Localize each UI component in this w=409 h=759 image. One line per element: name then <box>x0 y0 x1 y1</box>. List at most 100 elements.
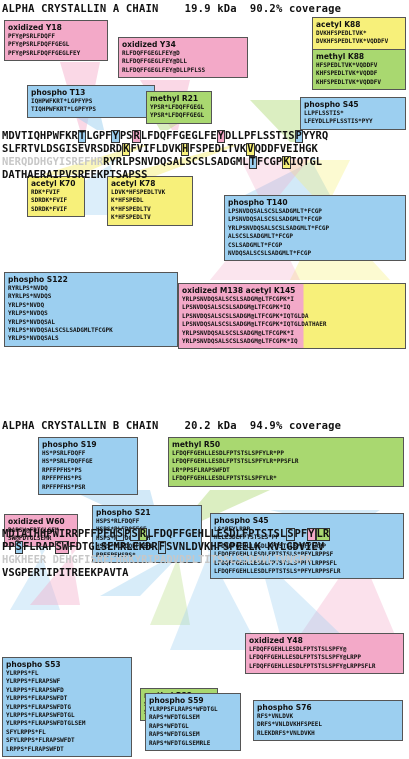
protein-a-sequence: MDVTIQHPWFKRTLGPFYPSRLFDQFFGEGLFEYDLLPFL… <box>2 130 328 182</box>
sequence-segment: HGKHEER DEHGFISREFHRKYRIPADVDPLTITSSLSSD… <box>2 554 312 566</box>
box-title: phospho T13 <box>31 88 86 97</box>
box-title: phospho S59 <box>149 696 204 705</box>
peptide: RAPS*WFDTGLSEM <box>149 731 200 739</box>
peptide: RPFFPFHS*PSR <box>42 483 86 491</box>
sequence-segment: RYRLPSNVDQSALSCSLSADGML <box>103 156 249 168</box>
peptide: YLRPPS*FLRAPSWFDTGL <box>6 711 75 719</box>
peptide: LFDQFFGEHLLESDLFPTSTSLSPFYLR*PPSFLR <box>172 458 299 466</box>
peptide: RFS*VNLDVK <box>257 713 294 720</box>
peptide: RPFFPFHSPS* <box>96 551 136 559</box>
peptide: LFDQFFGEHLLESDLFPTSTSLSPFY@LRPP <box>249 654 361 662</box>
sequence-segment: VSGPERTIPITREEKPAVTA <box>2 567 129 579</box>
peptide: RLFDQFFGEGLFEY@DLLPFLSS <box>122 66 206 74</box>
modified-residue: T <box>248 156 257 169</box>
box-title: phospho S122 <box>8 275 68 284</box>
sequence-segment: FLRAP <box>22 541 55 553</box>
peptide: SDRDK*FVIF <box>31 197 68 205</box>
modified-residue: Y <box>111 130 120 143</box>
peptide: RYRLPS*NVDQ <box>8 285 48 292</box>
peptide: RAPS*WFDTGLSEM <box>149 714 200 722</box>
sequence-segment: PP <box>2 541 15 553</box>
sequence-segment: IQTGL <box>290 156 323 168</box>
peptide: IQHPWFKRT*LGPFYPS <box>31 98 93 105</box>
box-title: acetyl K70 <box>31 179 76 188</box>
box-title: phospho T140 <box>228 198 288 207</box>
protein-b-sequence-line: PPSFLRAPSWFDTGLSEMRLEKDRFSVNLDVKHFSPEELK… <box>2 541 330 554</box>
sequence-segment: FDTGLSEMRLEKDR <box>69 541 158 553</box>
peptide: YRLPS*NVDQ <box>8 301 45 309</box>
peptide: RDK*FVIF <box>31 189 60 196</box>
modified-residue: Y <box>216 130 225 143</box>
peptide: HSPS*RLFDQFFGEHL <box>96 543 154 551</box>
sequence-segment: YYRQ <box>302 130 329 142</box>
sequence-segment: DATHAERAIPVSREEKPTSAPSS <box>2 169 148 181</box>
modified-residue: Y <box>307 528 316 541</box>
sequence-segment: DLLPFLSSTIS <box>224 130 295 142</box>
peptide: DVKHFSPEDLTVK*VQDDFV <box>316 38 389 46</box>
modified-residue: H <box>181 143 190 156</box>
peptide: HLLESDLFPTSTSLS*PF <box>214 534 280 542</box>
modified-residue: F <box>157 541 167 554</box>
sequence-segment: SVNLDVKHFSPEELK KVLGDVIEV <box>166 541 325 553</box>
peptide: LFDQFFGEHLLESDLFPTSTSLS*PFYLRPPSF <box>214 551 334 559</box>
protein-b-sequence-line: HGKHEER DEHGFISREFHRKYRIPADVDPLTITSSLSSD… <box>2 554 330 567</box>
box-title: phospho S19 <box>42 440 97 449</box>
peptide: RYRLPS*NVDQS <box>8 293 52 301</box>
modified-residue: S <box>130 528 139 541</box>
sequence-segment: MDVTIQHPWFKR <box>2 130 78 142</box>
box-title: methyl R21 <box>150 94 199 103</box>
peptide: LFEYDLLPFLSSTIS*PYY <box>304 118 373 126</box>
peptide: PFY@PSRLFDQFF <box>8 33 55 40</box>
peptide: YLRPPS*FLRAPSWFDT <box>6 695 68 703</box>
peptide: YRLPSNVDQSALSCSLSADGM@LTFCGPK*I <box>182 329 294 337</box>
box-title: phospho S21 <box>96 508 151 517</box>
modified-residue: R <box>132 130 141 143</box>
modified-residue: S <box>115 528 125 541</box>
peptide: HS*PSRLFDQFF <box>42 450 86 457</box>
modified-residue: K <box>122 143 131 156</box>
modified-residue: S <box>14 541 23 554</box>
peptide: YLRPPS*FLRAPSWF <box>6 678 61 686</box>
peptide: K*HFSPEDL <box>111 197 144 205</box>
peptide: YLRPPS*FL <box>6 669 39 677</box>
peptide: LPSNVDQSALSCSLSADGM@LTFCGPK*IQTGLDA <box>182 312 309 320</box>
peptide: YRLPS*NVDQS <box>8 310 48 318</box>
peptide: PFY@PSRLFDQFFGEGL <box>8 41 70 49</box>
protein-b-mass: 20.2 kDa <box>184 420 237 432</box>
protein-a-header: ALPHA CRYSTALLIN A CHAIN 19.9 kDa 90.2% … <box>2 3 341 15</box>
peptide: TIQHPWFKRT*LGPFYPS <box>31 106 97 114</box>
sequence-segment: MDIAIHHPWIRRPFFPFH <box>2 528 116 540</box>
box-title: oxidized Y34 <box>122 40 176 49</box>
peptide: CSLSADGMLT*FCGP <box>228 241 283 249</box>
peptide: RAPS*WFDTGL <box>149 722 189 730</box>
peptide: LLPFLSSTIS* <box>304 110 344 117</box>
peptide: LPSNVDQSALSCSLSADGM@LTFCGPK*IQ <box>182 304 291 312</box>
peptide: LRPPS*FLRAPSWFDT <box>6 745 64 753</box>
peptide: LFDQFFGEHLLESDLFPTSTSLS*PFYLRPPSFL <box>214 559 337 567</box>
peptide: SFYLRPPS*FL <box>6 728 46 736</box>
box-title: oxidized M138 acetyl K145 <box>182 286 296 295</box>
peptide: SDRDK*FVIF <box>31 205 68 213</box>
box-title: oxidized Y18 <box>8 23 62 32</box>
box-title: phospho S45 <box>304 100 359 109</box>
peptide: RAPSW@FDTGLSEM <box>8 527 59 534</box>
peptide: SW@FDTGLSEMR <box>8 535 52 543</box>
sequence-segment: PS <box>119 130 133 142</box>
protein-a-coverage: 90.2% coverage <box>249 3 342 15</box>
box-title: acetyl K88 <box>316 20 361 29</box>
peptide: LDVK*HFSPEDLTVK <box>111 189 166 196</box>
peptide: LR*PPSFLRAPSWFDT <box>172 466 230 474</box>
peptide: LFDQFFGEHLLESDLFPTSTSLS*PFYLRPPSFLR <box>214 568 341 576</box>
box-title: acetyl K78 <box>111 179 156 188</box>
peptide: YPSR*LFDQFFGEGL <box>150 104 205 111</box>
